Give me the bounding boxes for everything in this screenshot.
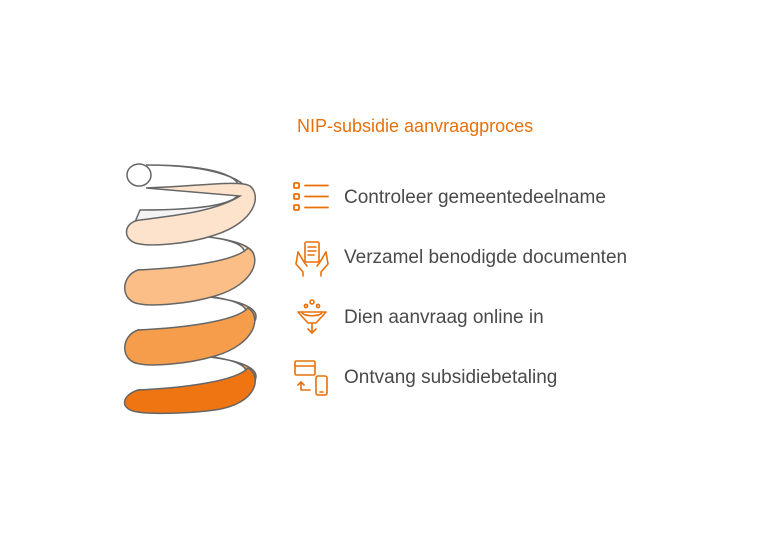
coil-front-band-3 — [124, 307, 256, 366]
diagram-title: NIP-subsidie aanvraagproces — [297, 116, 534, 136]
coil-front-band-4 — [123, 367, 256, 415]
step-4-label: Ontvang subsidiebetaling — [344, 367, 558, 388]
coil-top-opening — [126, 163, 152, 187]
coil-front-band-2 — [124, 247, 256, 306]
step-3-label: Dien aanvraag online in — [344, 307, 544, 328]
step-2: Verzamel benodigde documenten — [292, 238, 692, 278]
step-3: Dien aanvraag online in — [292, 298, 692, 338]
coil-front-band-1 — [125, 182, 257, 246]
spring-coil-graphic — [123, 163, 257, 415]
card-phone-payment-icon — [292, 358, 332, 398]
step-1: Controleer gemeentedeelname — [292, 178, 692, 218]
step-2-label: Verzamel benodigde documenten — [344, 247, 628, 268]
funnel-submit-icon — [292, 298, 332, 338]
checklist-icon — [292, 178, 332, 218]
step-1-label: Controleer gemeentedeelname — [344, 187, 606, 208]
step-4: Ontvang subsidiebetaling — [292, 358, 692, 398]
hands-document-icon — [292, 238, 332, 278]
